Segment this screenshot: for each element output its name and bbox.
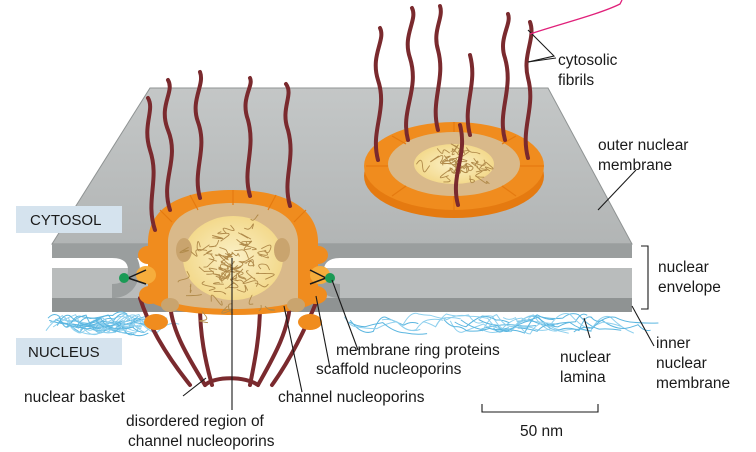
label-nuclear-envelope: nuclear envelope	[658, 259, 721, 296]
svg-text:fibrils: fibrils	[558, 72, 594, 89]
label-channel-nucleoporins: channel nucleoporins	[278, 389, 425, 406]
label-nuclear-lamina: nuclear lamina	[560, 349, 611, 386]
label-inner-nuclear-membrane: inner nuclear membrane	[656, 335, 730, 392]
label-membrane-ring-proteins: membrane ring proteins	[336, 342, 500, 359]
label-nuclear-basket: nuclear basket	[24, 389, 126, 406]
cytosol-label: CYTOSOL	[30, 212, 101, 229]
svg-text:outer nuclear: outer nuclear	[598, 137, 688, 154]
svg-text:disordered region of: disordered region of	[126, 413, 265, 430]
nucleus-label: NUCLEUS	[28, 344, 100, 361]
label-cytosolic-fibrils: cytosolic fibrils	[558, 52, 618, 89]
leader-lines	[182, 29, 655, 413]
svg-text:lamina: lamina	[560, 369, 606, 386]
membrane-ring-protein-left	[119, 269, 147, 285]
membrane-ring-protein-right	[309, 269, 335, 285]
pore-complex-cutaway	[119, 190, 335, 387]
svg-text:membrane: membrane	[598, 157, 672, 174]
svg-text:cytosolic: cytosolic	[558, 52, 618, 69]
pink-annotation-stroke	[529, 0, 623, 35]
label-disordered-region: disordered region of channel nucleoporin…	[126, 413, 275, 450]
svg-text:nuclear: nuclear	[656, 355, 707, 372]
nuclear-basket	[138, 296, 320, 387]
pore-complex-top-view	[364, 122, 544, 218]
svg-text:envelope: envelope	[658, 279, 721, 296]
label-outer-nuclear-membrane: outer nuclear membrane	[598, 137, 688, 174]
svg-text:channel nucleoporins: channel nucleoporins	[128, 433, 275, 450]
nucleus-label-box: NUCLEUS	[16, 338, 122, 365]
svg-text:nuclear: nuclear	[560, 349, 611, 366]
scale-bar-label: 50 nm	[520, 423, 563, 440]
outer-nuclear-membrane	[51, 87, 633, 258]
svg-text:inner: inner	[656, 335, 690, 352]
svg-text:membrane: membrane	[656, 375, 730, 392]
cytosolic-fibrils	[145, 4, 534, 232]
cytosol-label-box: CYTOSOL	[16, 206, 122, 233]
svg-text:nuclear: nuclear	[658, 259, 709, 276]
nuclear-lamina-mesh	[45, 311, 659, 337]
scaffold-nucleoporin-blobs	[136, 238, 330, 330]
label-scaffold-nucleoporins: scaffold nucleoporins	[316, 361, 462, 378]
